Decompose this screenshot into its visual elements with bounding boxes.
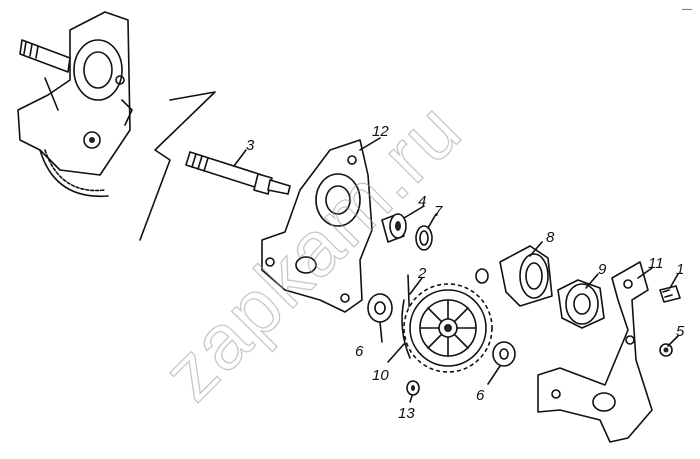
part-6-washer-a xyxy=(367,293,393,323)
label-5: 5 xyxy=(676,323,685,340)
label-6a: 6 xyxy=(355,343,364,360)
label-9: 9 xyxy=(598,261,607,278)
part-10-gear xyxy=(401,283,493,373)
part-3-shaft xyxy=(185,151,291,195)
assembled-unit-drawing xyxy=(17,11,133,198)
label-8: 8 xyxy=(546,229,555,246)
leader-lines xyxy=(233,137,679,403)
label-4: 4 xyxy=(418,193,426,210)
part-6-washer-b xyxy=(492,341,516,367)
label-3: 3 xyxy=(246,137,255,154)
part-13-nut xyxy=(406,380,420,396)
part-5-nut xyxy=(659,343,673,357)
label-1: 1 xyxy=(676,261,684,278)
break-line xyxy=(139,91,216,241)
label-11: 11 xyxy=(648,255,664,272)
label-6b: 6 xyxy=(476,387,485,404)
part-9-bearing xyxy=(557,279,605,329)
label-2: 2 xyxy=(417,265,427,282)
label-12: 12 xyxy=(372,123,389,140)
label-13: 13 xyxy=(398,405,415,422)
callout-labels: 3 12 4 7 8 9 11 1 5 2 6 10 6 13 xyxy=(246,123,685,422)
part-7-ring xyxy=(415,225,433,251)
label-10: 10 xyxy=(372,367,389,384)
part-8-bearing-cup xyxy=(499,245,553,307)
part-11-bracket xyxy=(537,261,653,443)
corner-mark: — xyxy=(682,4,692,15)
small-nut xyxy=(475,268,489,284)
part-12-housing xyxy=(261,139,373,313)
label-7: 7 xyxy=(434,203,443,220)
part-4-bushing xyxy=(381,213,407,243)
